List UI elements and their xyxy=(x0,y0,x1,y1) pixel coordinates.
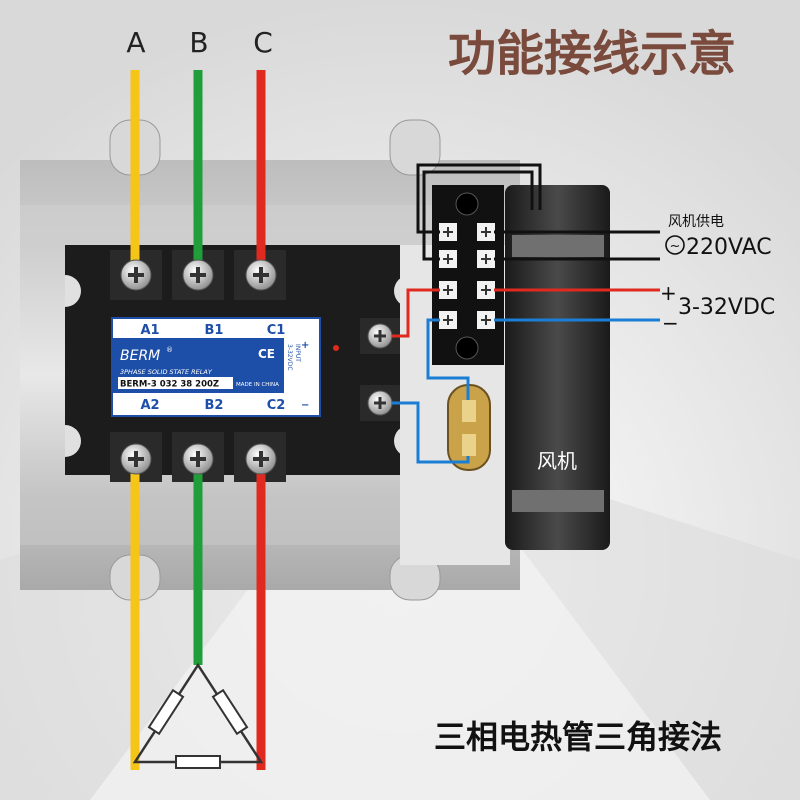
wire-thermostat-feed xyxy=(426,318,470,400)
terminal-label-c2: C2 xyxy=(267,398,286,413)
phase-label-a: A xyxy=(126,26,145,59)
input-range-text: 3-32VDC xyxy=(286,344,293,371)
strip-mount-top xyxy=(455,192,479,216)
fan-body xyxy=(505,185,610,550)
phase-label-b: B xyxy=(189,26,208,59)
ac-symbol-circle xyxy=(665,235,685,255)
terminal-label-a2: A2 xyxy=(140,398,159,413)
fan-fin-2 xyxy=(512,490,604,512)
dc-minus: − xyxy=(662,311,679,335)
floor-highlight xyxy=(90,520,710,800)
mount-tab-top-right xyxy=(389,119,441,176)
strip-screws xyxy=(439,223,495,329)
input-minus: − xyxy=(301,400,309,411)
delta-heater-triangle xyxy=(132,662,264,769)
relay-origin: MADE IN CHINA xyxy=(236,382,279,388)
relay-notch-left-bottom xyxy=(65,425,81,457)
thermostat-contact-bottom xyxy=(462,434,476,456)
relay-brand: BERM xyxy=(120,348,160,364)
status-led xyxy=(333,345,339,351)
input-plus: + xyxy=(301,340,309,351)
jumper-wires xyxy=(416,163,542,261)
terminal-label-c1: C1 xyxy=(267,323,286,338)
strip-mount-bottom xyxy=(455,336,479,360)
terminal-screws xyxy=(120,259,393,475)
ac-symbol: ~ xyxy=(670,239,681,254)
ce-mark: CE xyxy=(258,347,275,361)
fan-fin-1 xyxy=(512,235,604,257)
terminal-label-b2: B2 xyxy=(205,398,224,413)
relay-notch-left-top xyxy=(65,275,81,307)
relay-input-spec: INPUT 3-32VDC xyxy=(286,344,301,371)
relay-type-text: 3PHASE SOLID STATE RELAY xyxy=(120,368,213,376)
relay-model: BERM-3 032 38 200Z xyxy=(120,380,219,390)
relay-brand-registered: ® xyxy=(166,346,173,354)
fan-supply-caption: 风机供电 xyxy=(668,214,724,230)
phase-label-c: C xyxy=(253,26,273,59)
wire-control-minus xyxy=(392,401,470,464)
terminal-label-b1: B1 xyxy=(205,323,224,338)
dc-voltage: 3-32VDC xyxy=(678,295,775,320)
ac-voltage: 220VAC xyxy=(686,235,772,260)
fan-label: 风机 xyxy=(537,449,577,473)
terminal-label-a1: A1 xyxy=(140,323,159,338)
wire-control-plus xyxy=(392,288,440,338)
model-box xyxy=(118,377,233,389)
thermostat-contact-top xyxy=(462,400,476,422)
footer-caption: 三相电热管三角接法 xyxy=(434,718,722,756)
dc-plus: + xyxy=(660,281,677,305)
page-title: 功能接线示意 xyxy=(448,26,736,82)
input-text: INPUT xyxy=(294,344,301,362)
